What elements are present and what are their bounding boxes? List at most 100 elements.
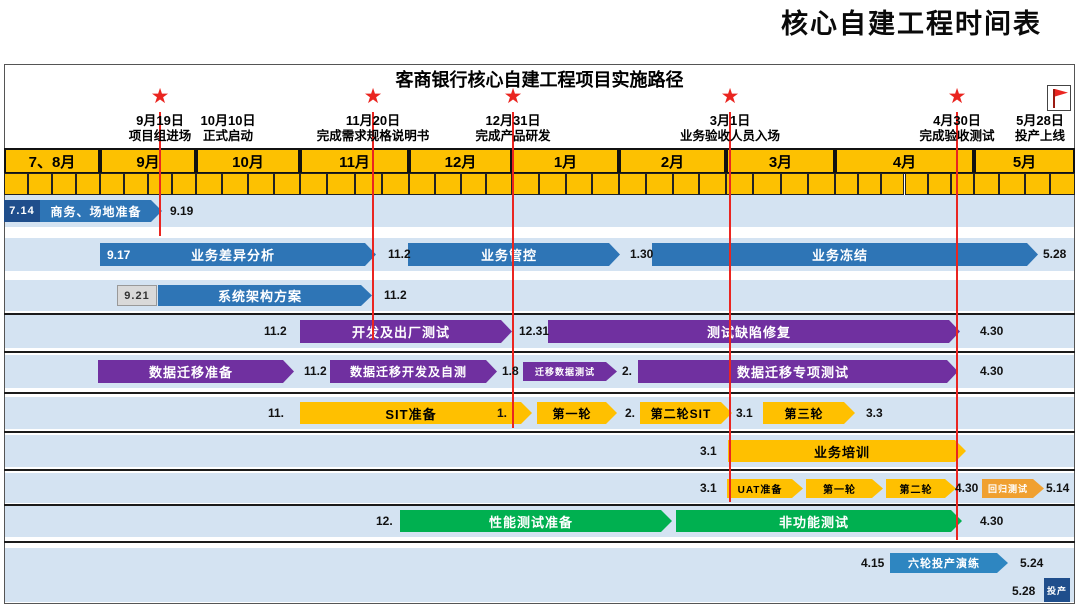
week-cell bbox=[248, 173, 274, 195]
gantt-bar: 回归测试 bbox=[982, 479, 1044, 498]
week-cell bbox=[300, 173, 328, 195]
date-label: 11.2 bbox=[388, 247, 411, 261]
week-cell bbox=[196, 173, 222, 195]
month-cell: 10月 bbox=[196, 148, 300, 174]
bar-label: 测试缺陷修复 bbox=[706, 325, 791, 340]
gantt-bar: 系统架构方案 bbox=[158, 285, 372, 306]
week-cell bbox=[974, 173, 1000, 195]
bar-label: UAT准备 bbox=[737, 485, 783, 496]
gantt-bar: 第二轮SIT bbox=[640, 402, 732, 424]
bar-label: 商务、场地准备 bbox=[50, 204, 142, 219]
date-label: 2. bbox=[622, 364, 633, 378]
date-label: 11.2 bbox=[304, 364, 327, 378]
date-label: 3.1 bbox=[700, 481, 717, 495]
date-label: 1.30 bbox=[630, 247, 654, 261]
gantt-bar: 第二轮 bbox=[886, 479, 956, 498]
gantt-bar: 第一轮 bbox=[537, 402, 617, 424]
week-cell bbox=[619, 173, 646, 195]
week-cell bbox=[927, 173, 951, 195]
milestone-date: 10月10日 bbox=[200, 113, 256, 128]
bar-label: 9.21 bbox=[124, 289, 150, 302]
week-cell bbox=[858, 173, 882, 195]
gantt-bar: 业务差异分析 9.17 bbox=[100, 243, 376, 266]
week-cell bbox=[881, 173, 905, 195]
row-band bbox=[5, 578, 1074, 602]
month-cell: 5月 bbox=[974, 148, 1075, 174]
week-cell bbox=[645, 173, 673, 195]
date-label: 11. bbox=[268, 406, 285, 420]
gantt-bar: 数据迁移开发及自测 bbox=[330, 360, 497, 383]
week-cell bbox=[1049, 173, 1075, 195]
date-label: 12.31 bbox=[519, 324, 550, 338]
milestone-label: 业务验收人员入场 bbox=[679, 129, 781, 143]
milestone-date: 9月19日 bbox=[136, 113, 184, 128]
date-label: 3.1 bbox=[700, 444, 717, 458]
month-cell: 3月 bbox=[726, 148, 835, 174]
bar-start-date: 9.17 bbox=[107, 247, 131, 262]
flag-pole-icon bbox=[1053, 89, 1055, 108]
week-cell bbox=[538, 173, 566, 195]
month-cell: 4月 bbox=[835, 148, 974, 174]
bar-label: 业务差异分析 bbox=[190, 248, 275, 263]
bar-label: 六轮投产演练 bbox=[908, 558, 980, 570]
month-cell: 9月 bbox=[100, 148, 196, 174]
section-line bbox=[4, 469, 1075, 471]
chart-title: 客商银行核心自建工程项目实施路径 bbox=[395, 70, 684, 90]
date-label: 4.30 bbox=[955, 481, 979, 495]
month-cell: 11月 bbox=[300, 148, 409, 174]
bar-label: 回归测试 bbox=[987, 484, 1028, 494]
section-line bbox=[4, 351, 1075, 353]
section-line bbox=[4, 541, 1075, 543]
milestone-date: 4月30日 bbox=[933, 113, 981, 128]
gantt-bar: 数据迁移专项测试 bbox=[638, 360, 958, 383]
week-cell bbox=[76, 173, 100, 195]
milestone-date: 5月28日 bbox=[1016, 113, 1064, 128]
bar-label: 业务冻结 bbox=[811, 248, 868, 263]
week-cell bbox=[565, 173, 593, 195]
gantt-bar: 9.21 bbox=[117, 285, 157, 306]
gantt-bar: 7.14 bbox=[4, 200, 40, 222]
week-cell bbox=[274, 173, 300, 195]
milestone-label: 完成需求规格说明书 bbox=[316, 129, 430, 143]
date-label: 3.3 bbox=[866, 406, 883, 420]
milestone-line bbox=[159, 112, 161, 236]
section-line bbox=[4, 431, 1075, 433]
milestone-label: 完成验收测试 bbox=[919, 129, 995, 143]
week-cell bbox=[327, 173, 355, 195]
milestone-line bbox=[956, 112, 958, 540]
milestone-label: 项目组进场 bbox=[128, 129, 192, 143]
month-cell: 2月 bbox=[619, 148, 726, 174]
bar-label: 开发及出厂测试 bbox=[351, 325, 450, 340]
date-label: 5.14 bbox=[1046, 481, 1070, 495]
week-cell bbox=[222, 173, 248, 195]
gantt-bar: 业务管控 bbox=[408, 243, 620, 266]
bar-label: 业务管控 bbox=[480, 248, 537, 263]
date-label: 11.2 bbox=[384, 288, 407, 302]
section-line bbox=[4, 504, 1075, 506]
gantt-bar: 数据迁移准备 bbox=[98, 360, 294, 383]
date-label: 12. bbox=[376, 514, 393, 528]
month-cell: 12月 bbox=[409, 148, 512, 174]
week-cell bbox=[780, 173, 808, 195]
milestone-star-icon: ★ bbox=[363, 85, 383, 108]
week-cell bbox=[434, 173, 461, 195]
week-cell bbox=[592, 173, 619, 195]
week-cell bbox=[753, 173, 781, 195]
gantt-bar: 第一轮 bbox=[806, 479, 883, 498]
milestone-star-icon: ★ bbox=[150, 85, 170, 108]
week-cell bbox=[460, 173, 487, 195]
gantt-bar: SIT准备 bbox=[300, 402, 532, 424]
week-cell bbox=[409, 173, 435, 195]
week-cell bbox=[381, 173, 409, 195]
gantt-bar: 测试缺陷修复 bbox=[548, 320, 960, 343]
week-cell bbox=[4, 173, 28, 195]
gantt-bar: 非功能测试 bbox=[676, 510, 962, 532]
bar-label: 性能测试准备 bbox=[488, 514, 573, 530]
bar-label: 系统架构方案 bbox=[217, 289, 302, 304]
chart-frame bbox=[4, 64, 1075, 604]
milestone-date: 12月31日 bbox=[485, 113, 541, 128]
gantt-bar: 性能测试准备 bbox=[400, 510, 672, 532]
date-label: 4.30 bbox=[980, 514, 1004, 528]
milestone-star-icon: ★ bbox=[720, 85, 740, 108]
milestone-date: 3月1日 bbox=[709, 113, 751, 128]
